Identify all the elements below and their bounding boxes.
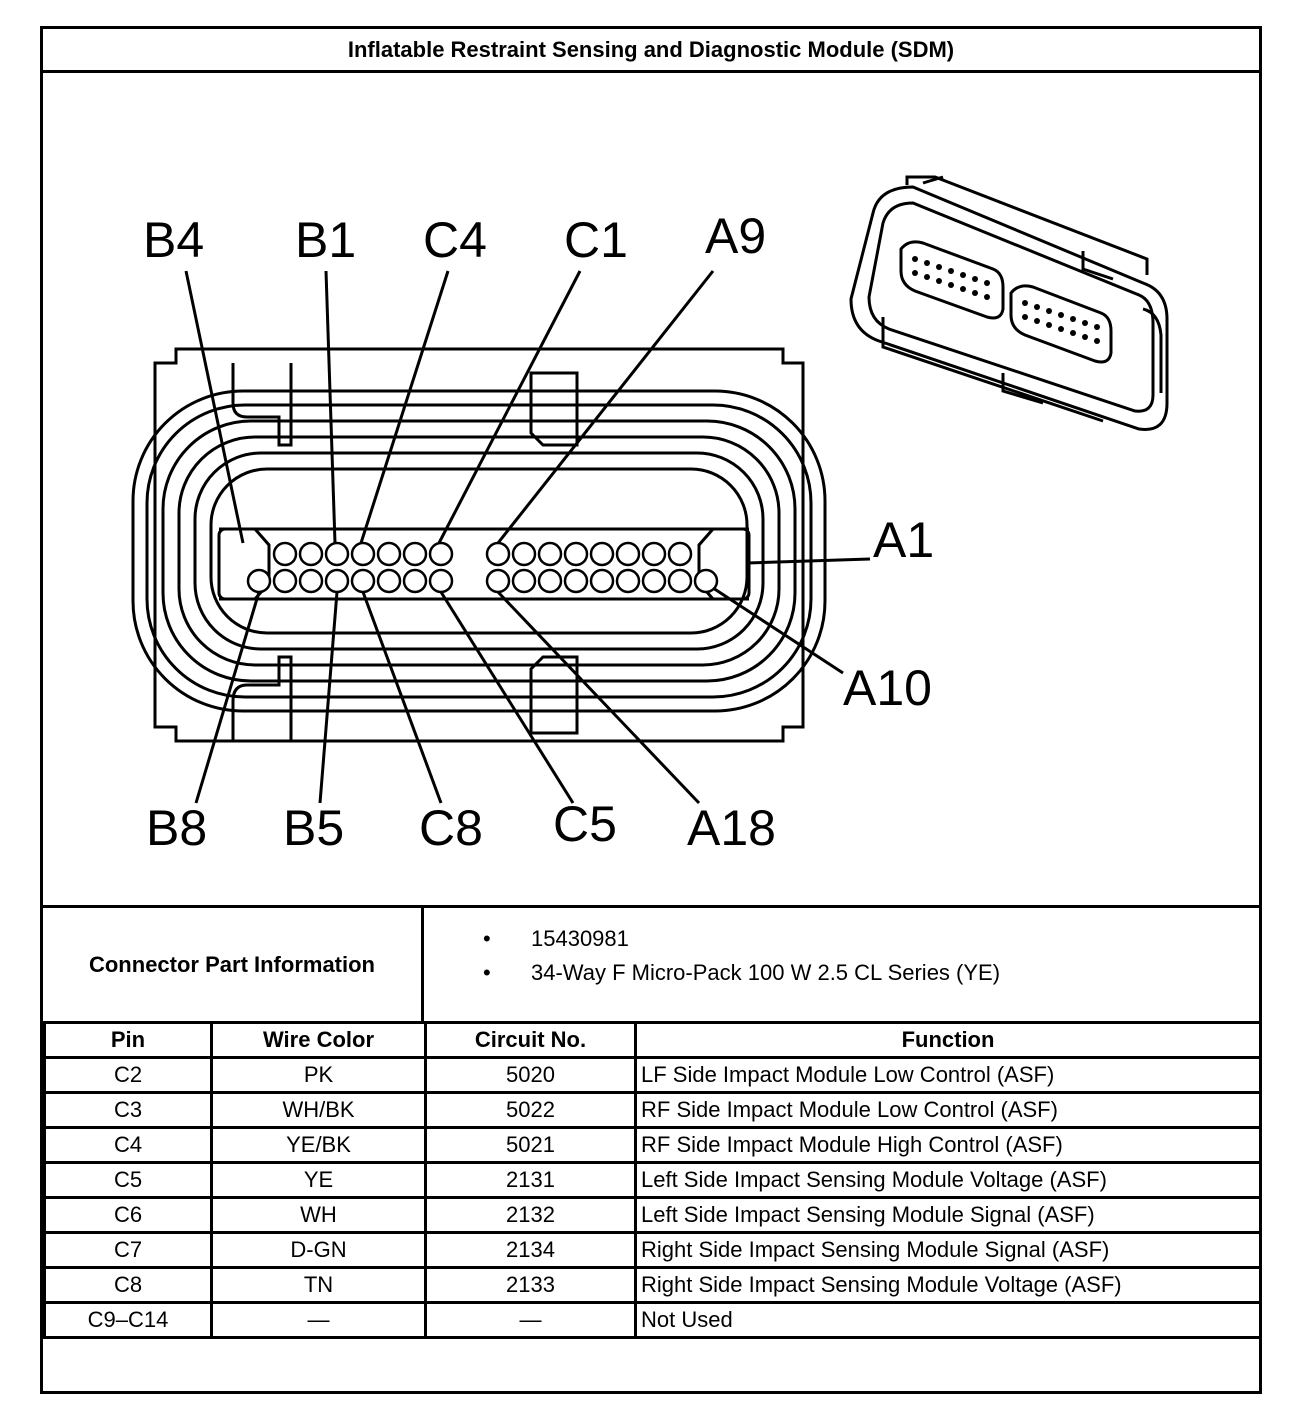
cell-pin: C7: [43, 1231, 213, 1269]
cell-function: Left Side Impact Sensing Module Voltage …: [634, 1161, 1262, 1199]
table-row: C8 TN 2133 Right Side Impact Sensing Mod…: [43, 1266, 1262, 1304]
cell-circuit: 5020: [424, 1056, 637, 1094]
cell-wire-color: WH: [210, 1196, 427, 1234]
label-top-4: A9: [705, 208, 766, 264]
table-row: C7 D-GN 2134 Right Side Impact Sensing M…: [43, 1231, 1262, 1269]
cell-pin: C4: [43, 1126, 213, 1164]
cell-pin: C8: [43, 1266, 213, 1304]
label-bottom-4: A18: [687, 800, 776, 856]
cell-pin: C6: [43, 1196, 213, 1234]
label-top-1: B1: [295, 212, 356, 268]
table-row: C6 WH 2132 Left Side Impact Sensing Modu…: [43, 1196, 1262, 1234]
connector-info-list: 15430981 34-Way F Micro-Pack 100 W 2.5 C…: [483, 922, 1000, 990]
cell-pin: C3: [43, 1091, 213, 1129]
label-bottom-0: B8: [146, 800, 207, 856]
cell-circuit: 2132: [424, 1196, 637, 1234]
cell-function: Left Side Impact Sensing Module Signal (…: [634, 1196, 1262, 1234]
cell-wire-color: TN: [210, 1266, 427, 1304]
cell-pin: C9–C14: [43, 1301, 213, 1339]
cell-circuit: 5022: [424, 1091, 637, 1129]
label-top-0: B4: [143, 212, 204, 268]
label-bottom-1: B5: [283, 800, 344, 856]
cell-function: Right Side Impact Sensing Module Voltage…: [634, 1266, 1262, 1304]
cell-wire-color: WH/BK: [210, 1091, 427, 1129]
connector-isometric-icon: [849, 175, 1169, 431]
table-row: C3 WH/BK 5022 RF Side Impact Module Low …: [43, 1091, 1262, 1129]
connector-face-drawing: B4 B1 C4 C1 A9 A1 A10 B8 B5 C8 C5 A18: [131, 175, 1169, 856]
page-title: Inflatable Restraint Sensing and Diagnos…: [43, 29, 1259, 73]
header-wire-color: Wire Color: [210, 1021, 427, 1059]
cell-function: RF Side Impact Module Low Control (ASF): [634, 1091, 1262, 1129]
cell-pin: C2: [43, 1056, 213, 1094]
cell-circuit: —: [424, 1301, 637, 1339]
connector-diagram: B4 B1 C4 C1 A9 A1 A10 B8 B5 C8 C5 A18: [43, 73, 1259, 905]
pin-cavities: [246, 541, 719, 594]
header-circuit-no: Circuit No.: [424, 1021, 637, 1059]
cell-wire-color: —: [210, 1301, 427, 1339]
cell-circuit: 5021: [424, 1126, 637, 1164]
cell-wire-color: PK: [210, 1056, 427, 1094]
label-top-3: C1: [564, 212, 628, 268]
connector-info-label: Connector Part Information: [43, 908, 424, 1021]
cell-circuit: 2134: [424, 1231, 637, 1269]
label-right-1: A10: [843, 660, 932, 716]
cell-function: Right Side Impact Sensing Module Signal …: [634, 1231, 1262, 1269]
table-row: C2 PK 5020 LF Side Impact Module Low Con…: [43, 1056, 1262, 1094]
connector-info-item: 34-Way F Micro-Pack 100 W 2.5 CL Series …: [483, 956, 1000, 990]
cell-circuit: 2131: [424, 1161, 637, 1199]
cell-wire-color: YE: [210, 1161, 427, 1199]
cell-circuit: 2133: [424, 1266, 637, 1304]
cell-pin: C5: [43, 1161, 213, 1199]
connector-part-info: Connector Part Information 15430981 34-W…: [43, 905, 1259, 1021]
cell-wire-color: D-GN: [210, 1231, 427, 1269]
table-row: C5 YE 2131 Left Side Impact Sensing Modu…: [43, 1161, 1262, 1199]
connector-info-item: 15430981: [483, 922, 1000, 956]
label-bottom-2: C8: [419, 800, 483, 856]
header-function: Function: [634, 1021, 1262, 1059]
pin-table: Pin Wire Color Circuit No. Function C2 P…: [43, 1021, 1262, 1339]
cell-wire-color: YE/BK: [210, 1126, 427, 1164]
connector-sheet: Inflatable Restraint Sensing and Diagnos…: [40, 26, 1262, 1394]
cell-function: LF Side Impact Module Low Control (ASF): [634, 1056, 1262, 1094]
table-row: C9–C14 — — Not Used: [43, 1301, 1262, 1339]
cell-function: RF Side Impact Module High Control (ASF): [634, 1126, 1262, 1164]
cell-function: Not Used: [634, 1301, 1262, 1339]
label-bottom-3: C5: [553, 796, 617, 852]
label-right-0: A1: [873, 512, 934, 568]
label-top-2: C4: [423, 212, 487, 268]
header-pin: Pin: [43, 1021, 213, 1059]
isometric-pin-dots: [912, 256, 1100, 344]
table-row: C4 YE/BK 5021 RF Side Impact Module High…: [43, 1126, 1262, 1164]
